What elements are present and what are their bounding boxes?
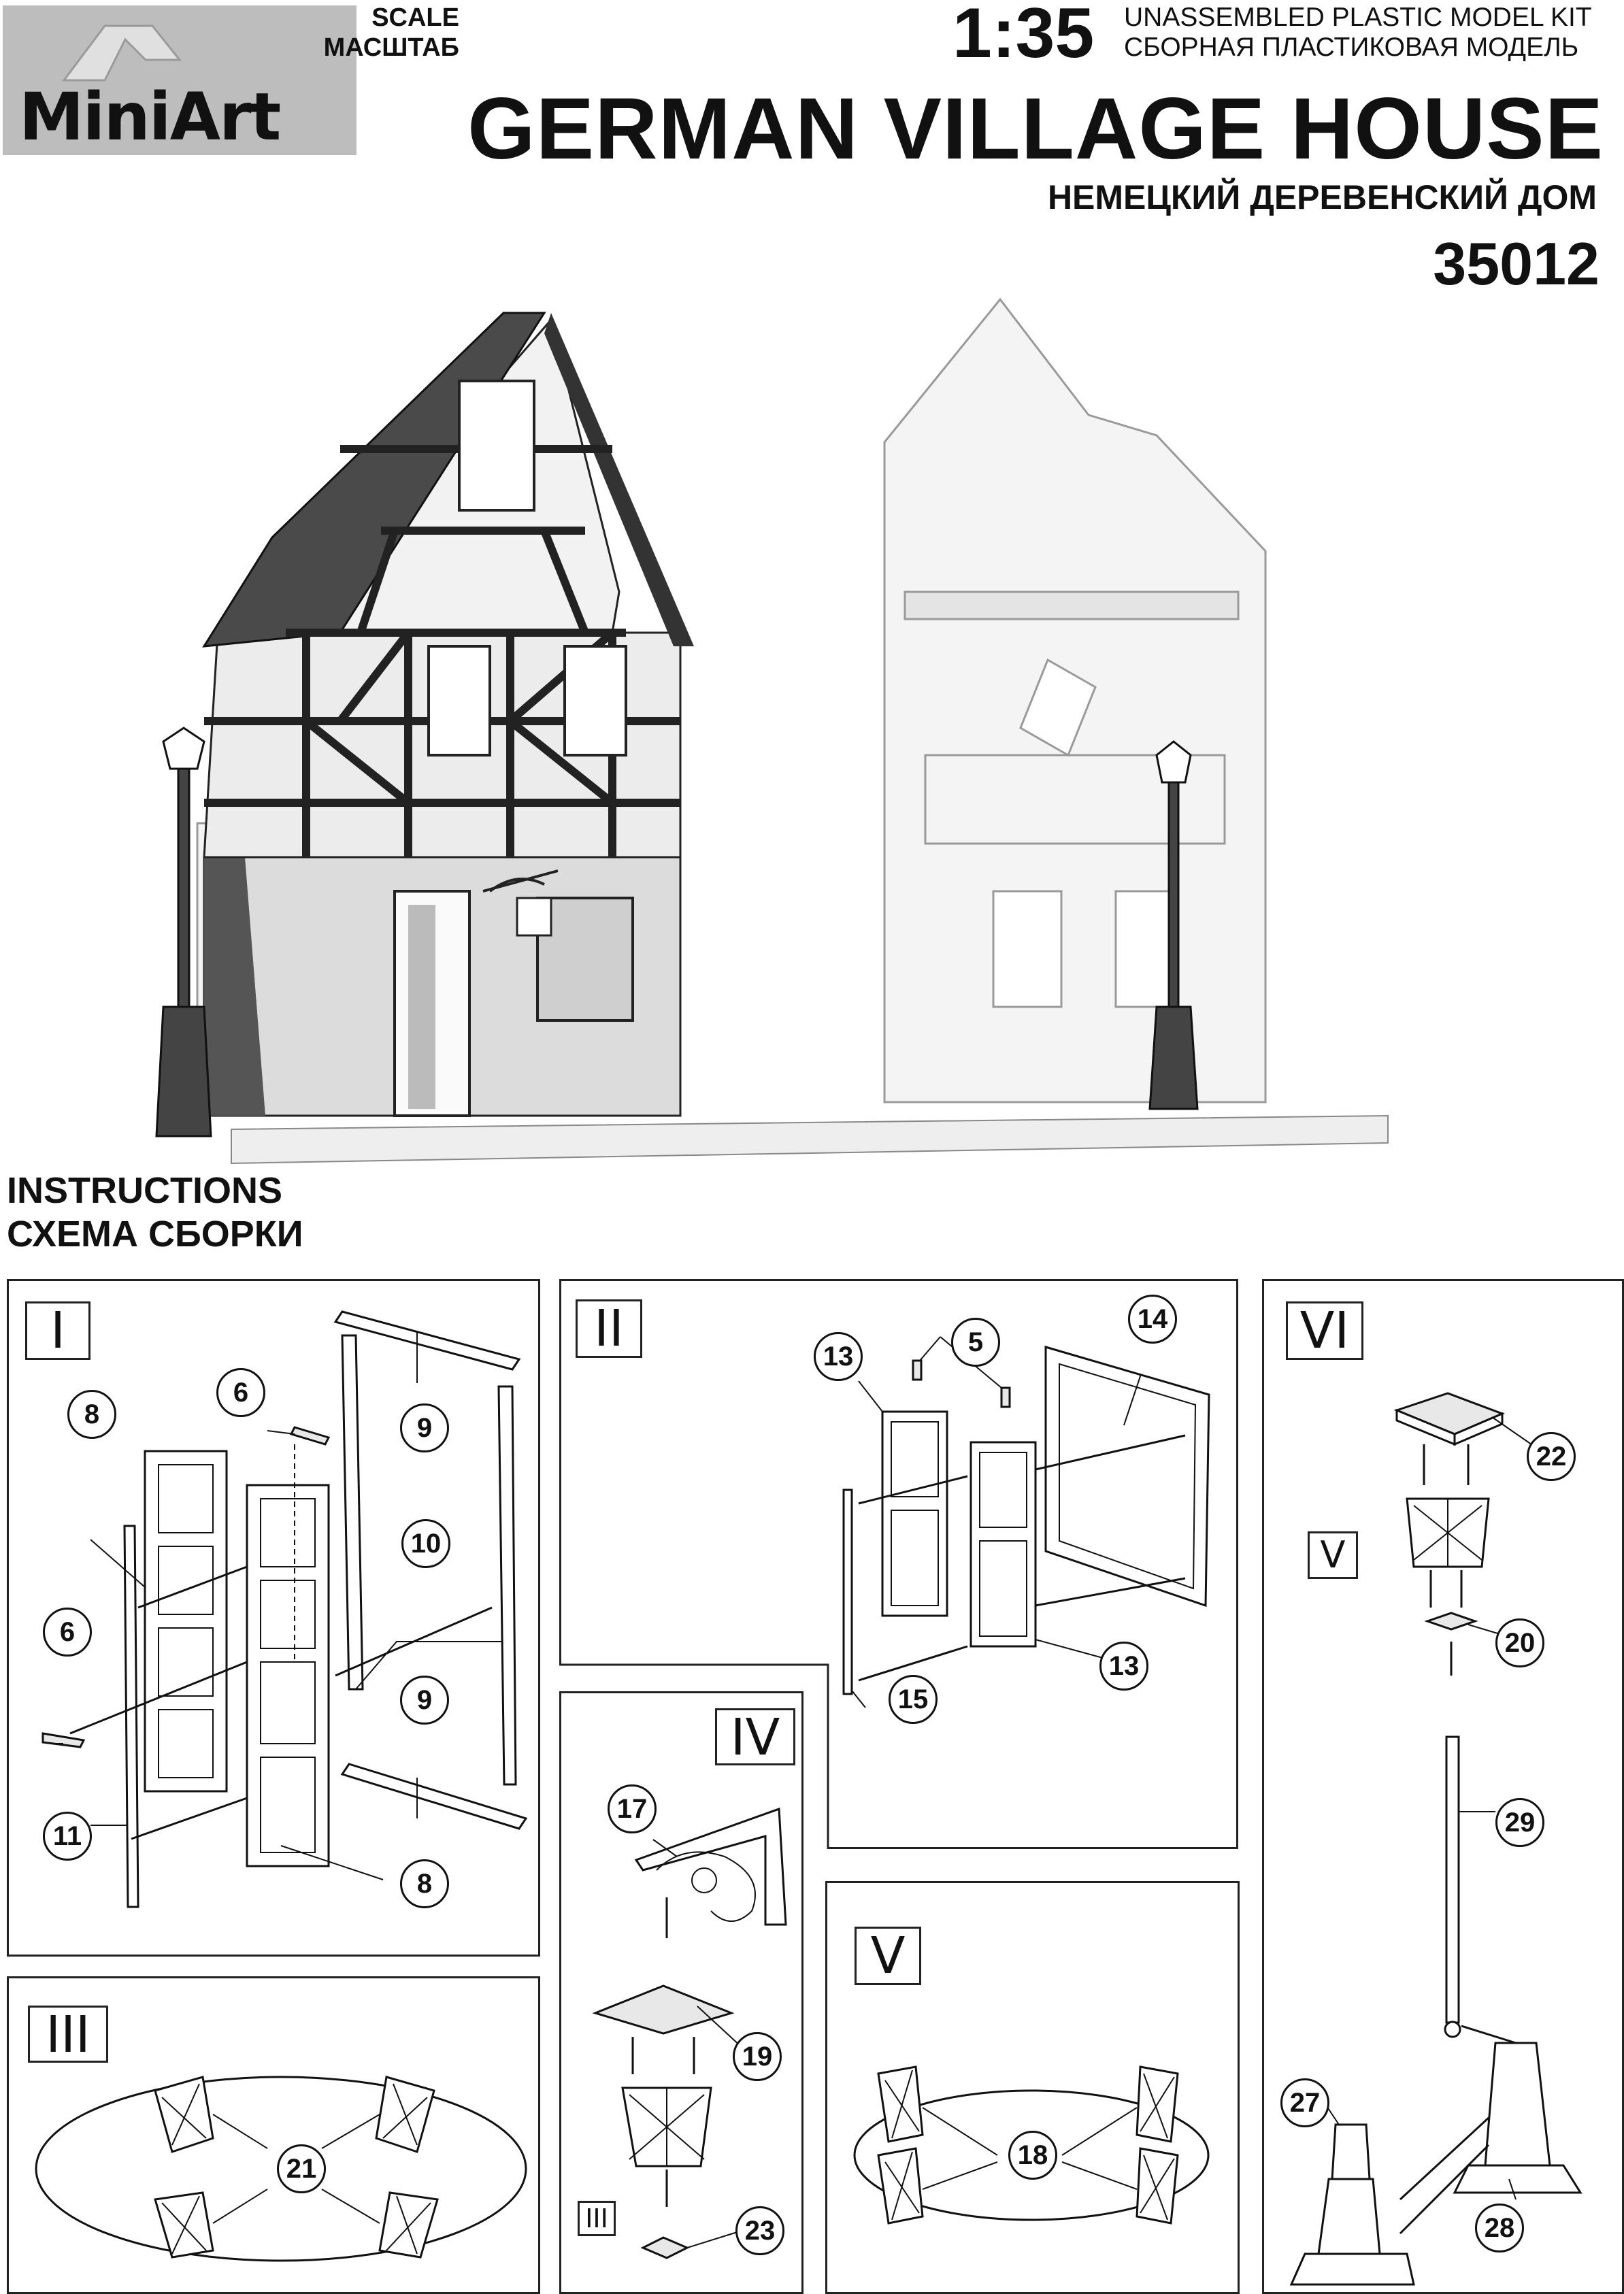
callout-part-27: 27 (1280, 2078, 1329, 2127)
step-3-panel: III 21 (7, 1976, 540, 2294)
kit-title-en: GERMAN VILLAGE HOUSE (467, 82, 1604, 177)
scale-value: 1:35 (952, 0, 1094, 71)
callout-part-13: 13 (814, 1332, 863, 1381)
brand-logo: MiniArt (3, 5, 357, 155)
callout-part-15: 15 (889, 1675, 938, 1724)
callout-part-8: 8 (67, 1390, 116, 1439)
callout-part-22: 22 (1527, 1432, 1576, 1481)
callout-part-19: 19 (733, 2032, 782, 2081)
instructions-label-ru: СХЕМА СБОРКИ (7, 1214, 303, 1254)
callout-part-13-lower: 13 (1099, 1642, 1148, 1691)
scale-label-ru: МАСШТАБ (324, 33, 459, 63)
catalog-number: 35012 (1433, 231, 1600, 297)
step-6-diagram (1264, 1281, 1622, 2292)
step-4-panel: IV 17 19 III 23 (559, 1691, 803, 2294)
callout-part-5: 5 (951, 1318, 1000, 1367)
step-6-panel: VI 22 V 20 29 27 28 (1262, 1279, 1624, 2294)
callout-part-18: 18 (1008, 2131, 1057, 2180)
kit-type-ru: СБОРНАЯ ПЛАСТИКОВАЯ МОДЕЛЬ (1124, 33, 1578, 63)
callout-part-20: 20 (1495, 1618, 1544, 1667)
scale-label-en: SCALE (371, 3, 459, 33)
kit-type-en: UNASSEMBLED PLASTIC MODEL KIT (1124, 3, 1592, 33)
callout-part-29: 29 (1495, 1798, 1544, 1847)
callout-part-9-lower: 9 (400, 1676, 449, 1725)
callout-part-14: 14 (1128, 1295, 1177, 1344)
callout-part-11: 11 (43, 1812, 92, 1861)
callout-part-6-lower: 6 (43, 1608, 92, 1657)
brand-name: MiniArt (19, 79, 280, 155)
house-illustration (204, 211, 1402, 1184)
step-1-panel: I 8 6 9 10 6 (7, 1279, 540, 1957)
callout-part-10: 10 (401, 1519, 450, 1568)
main-house-drawing (204, 313, 694, 1116)
callout-part-17: 17 (608, 1784, 657, 1833)
callout-part-28: 28 (1475, 2204, 1524, 2253)
callout-part-21: 21 (277, 2144, 326, 2193)
step-3-diagram (9, 1978, 538, 2292)
instructions-label-en: INSTRUCTIONS (7, 1170, 282, 1211)
step-2-label: II (576, 1299, 642, 1358)
callout-part-23: 23 (735, 2206, 784, 2255)
step-1-diagram (9, 1281, 538, 1955)
step-6-ref-step-5: V (1308, 1531, 1358, 1579)
step-4-ref-step-3: III (578, 2201, 616, 2236)
callout-part-8-lower: 8 (400, 1859, 449, 1908)
step-5-panel: V 18 (825, 1881, 1240, 2294)
callout-part-6: 6 (216, 1368, 265, 1417)
callout-part-9: 9 (400, 1403, 449, 1452)
step-5-diagram (827, 1883, 1238, 2292)
